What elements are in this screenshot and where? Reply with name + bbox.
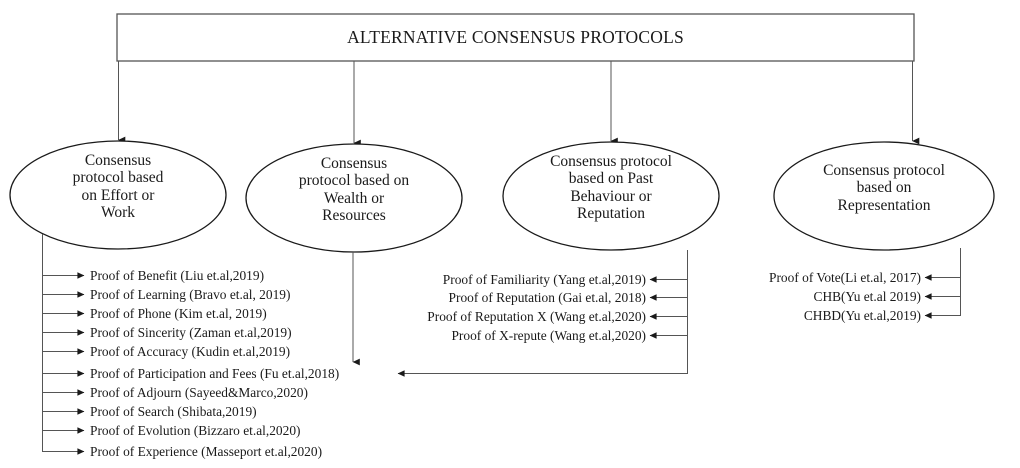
ellipse-wealth-or-resources (245, 143, 463, 253)
leaf-item-shared: Proof of Participation and Fees (Fu et.a… (90, 366, 340, 381)
leaf-item: CHB(Yu et.al 2019) (813, 289, 921, 304)
leaf-item: Proof of Phone (Kim et.al, 2019) (90, 306, 267, 321)
leaf-item: CHBD(Yu et.al,2019) (803, 308, 921, 323)
leaf-item: Proof of Benefit (Liu et.al,2019) (90, 268, 265, 283)
leaf-item: Proof of Search (Shibata,2019) (90, 404, 257, 419)
leaf-item: Proof of Reputation (Gai et.al, 2018) (448, 290, 646, 305)
leaf-item: Proof of Accuracy (Kudin et.al,2019) (90, 344, 291, 359)
root-box (116, 13, 915, 62)
leaf-item: Proof of Adjourn (Sayeed&Marco,2020) (90, 385, 308, 400)
leaf-item: Proof of X-repute (Wang et.al,2020) (451, 328, 646, 343)
leaf-item: Proof of Reputation X (Wang et.al,2020) (427, 309, 646, 324)
leaf-item: Proof of Learning (Bravo et.al, 2019) (90, 287, 291, 302)
ellipse-effort-or-work (9, 140, 227, 250)
leaf-item: Proof of Experience (Masseport et.al,202… (90, 444, 323, 459)
leaf-item: Proof of Vote(Li et.al, 2017) (769, 270, 921, 285)
ellipse-past-behaviour-or-reputation (502, 141, 720, 251)
ellipse-representation (773, 141, 995, 251)
leaf-item: Proof of Evolution (Bizzaro et.al,2020) (90, 423, 301, 438)
leaf-item: Proof of Familiarity (Yang et.al,2019) (442, 272, 646, 287)
leaf-item: Proof of Sincerity (Zaman et.al,2019) (90, 325, 292, 340)
